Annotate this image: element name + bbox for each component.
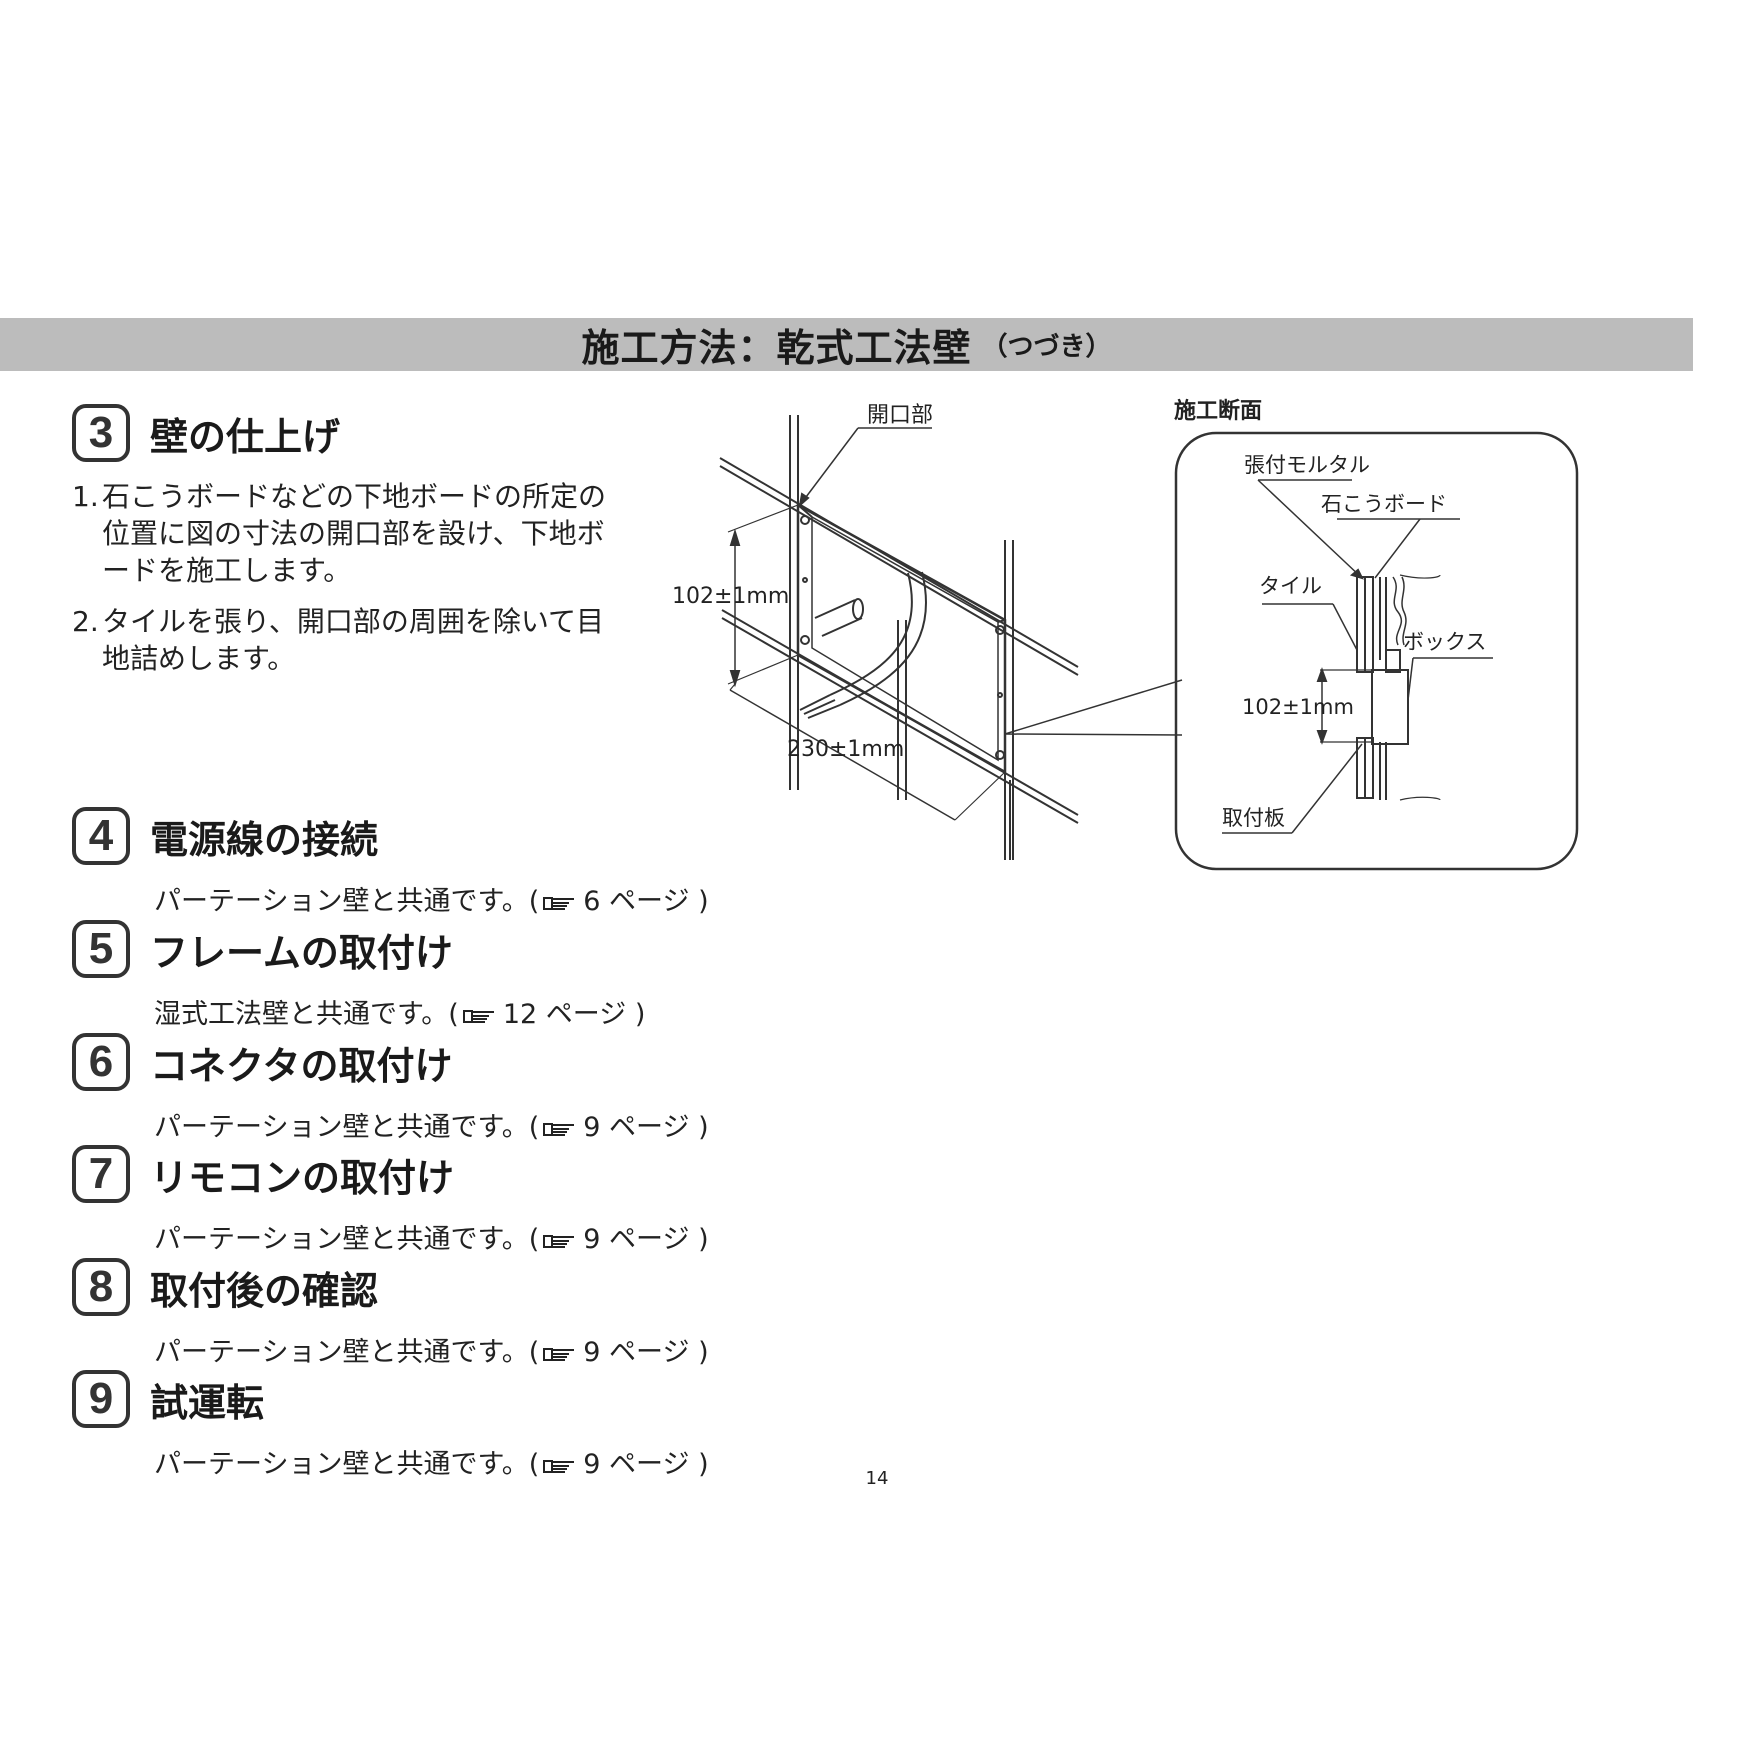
step-description: パーテーション壁と共通です。( 9 ページ ) [154,1105,709,1144]
tile-label: タイル [1259,574,1322,598]
step-title: コネクタの取付け [150,1043,453,1088]
wall-opening-drawing [719,415,1183,860]
step-desc-text: パーテーション壁と共通です。( [154,1449,540,1480]
pointing-hand-icon [543,1122,575,1136]
step-description: パーテーション壁と共通です。( 9 ページ ) [154,1217,709,1256]
list-text: 石こうボードなどの下地ボードの所定の位置に図の寸法の開口部を設け、下地ボードを施… [102,480,607,587]
opening-height-dimension: 102±1mm [672,584,789,609]
pointing-hand-icon [543,1347,575,1361]
step-description: 湿式工法壁と共通です。( 12 ページ ) [154,992,645,1031]
step-number-badge: 9 [72,1370,130,1428]
step-number-badge: 3 [72,404,130,462]
step-title: 電源線の接続 [150,817,379,862]
step-title: 壁の仕上げ [150,414,341,459]
step-9: 9 試運転 パーテーション壁と共通です。( 9 ページ ) [72,1368,709,1481]
page-ref-link[interactable]: 9 ページ ) [583,1337,709,1368]
step-desc-text: 湿式工法壁と共通です。( [154,999,459,1030]
section-view-frame [1174,431,1579,871]
page-ref-link[interactable]: 9 ページ ) [583,1112,709,1143]
opening-label: 開口部 [867,403,933,428]
section-view-drawing [1222,479,1493,834]
step-number-badge: 4 [72,807,130,865]
step-number-badge: 7 [72,1145,130,1203]
page-ref-link[interactable]: 9 ページ ) [583,1449,709,1480]
step-6: 6 コネクタの取付け パーテーション壁と共通です。( 9 ページ ) [72,1031,709,1144]
step-number-badge: 6 [72,1033,130,1091]
list-marker: 2. [72,605,99,638]
pointing-hand-icon [543,896,575,910]
pointing-hand-icon [543,1234,575,1248]
page-subtitle: （つづき） [981,332,1112,362]
list-marker: 1. [72,480,99,513]
step-number-badge: 5 [72,920,130,978]
step-desc-text: パーテーション壁と共通です。( [154,886,540,917]
opening-width-dimension: 230±1mm [787,737,904,762]
step-desc-text: パーテーション壁と共通です。( [154,1337,540,1368]
pointing-hand-icon [462,1009,494,1023]
step-3: 3 壁の仕上げ [72,402,340,464]
section-height-dimension: 102±1mm [1242,695,1354,719]
step-4: 4 電源線の接続 パーテーション壁と共通です。( 6 ページ ) [72,805,709,918]
step-3-instructions: 1. 石こうボードなどの下地ボードの所定の位置に図の寸法の開口部を設け、下地ボー… [72,478,612,691]
section-view-title: 施工断面 [1174,398,1262,424]
step-title: リモコンの取付け [150,1155,455,1200]
list-item: 1. 石こうボードなどの下地ボードの所定の位置に図の寸法の開口部を設け、下地ボー… [72,478,612,589]
step-desc-text: パーテーション壁と共通です。( [154,1224,540,1255]
step-5: 5 フレームの取付け 湿式工法壁と共通です。( 12 ページ ) [72,918,645,1031]
gypsum-board-label: 石こうボード [1321,492,1447,516]
step-number-badge: 8 [72,1258,130,1316]
page-ref-link[interactable]: 12 ページ ) [502,999,646,1030]
page-number: 14 [865,1468,889,1489]
step-description: パーテーション壁と共通です。( 9 ページ ) [154,1442,709,1481]
mortar-label: 張付モルタル [1244,453,1370,477]
step-8: 8 取付後の確認 パーテーション壁と共通です。( 9 ページ ) [72,1256,709,1369]
step-description: パーテーション壁と共通です。( 6 ページ ) [154,879,709,918]
list-item: 2. タイルを張り、開口部の周囲を除いて目地詰めします。 [72,603,612,677]
step-description: パーテーション壁と共通です。( 9 ページ ) [154,1330,709,1369]
step-title: 試運転 [150,1380,265,1425]
pointing-hand-icon [543,1459,575,1473]
page-ref-link[interactable]: 9 ページ ) [583,1224,709,1255]
box-label: ボックス [1403,630,1486,654]
step-title: 取付後の確認 [150,1268,379,1313]
list-text: タイルを張り、開口部の周囲を除いて目地詰めします。 [102,605,605,675]
page-title: 施工方法：乾式工法壁 [581,326,972,370]
step-title: フレームの取付け [150,930,453,975]
mounting-plate-label: 取付板 [1222,806,1285,830]
section-title-band: 施工方法：乾式工法壁 （つづき） [0,318,1693,371]
step-7: 7 リモコンの取付け パーテーション壁と共通です。( 9 ページ ) [72,1143,709,1256]
page-ref-link[interactable]: 6 ページ ) [583,886,709,917]
step-desc-text: パーテーション壁と共通です。( [154,1112,540,1143]
